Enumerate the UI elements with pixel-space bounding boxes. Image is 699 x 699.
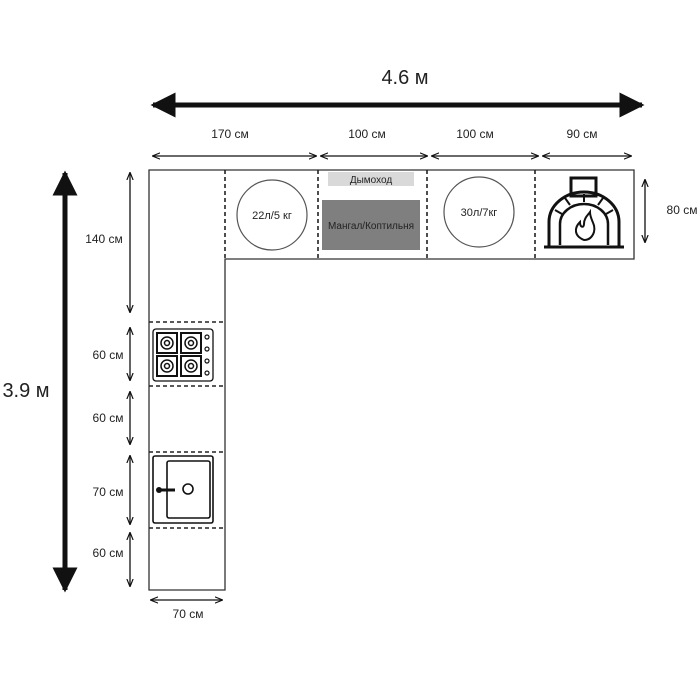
grill-module: Дымоход Мангал/Коптильня	[322, 172, 420, 250]
oven-bricks	[554, 194, 614, 215]
grill-label: Мангал/Коптильня	[328, 221, 414, 232]
oven-mouth	[558, 202, 610, 245]
overall-height-dimension: 3.9 м	[2, 170, 78, 593]
burner-top-left	[156, 332, 178, 354]
faucet-base-icon	[156, 487, 162, 493]
right-dimension: 80 см	[645, 180, 697, 242]
left-dimensions: 140 см 60 см 60 см 70 см 60 см	[85, 173, 130, 586]
gas-tank-small: 22л/5 кг	[236, 179, 308, 251]
pizza-oven-icon	[544, 176, 624, 249]
dim-label-80: 80 см	[667, 203, 698, 217]
tank-small-circle	[236, 179, 308, 251]
overall-height-label: 3.9 м	[2, 380, 49, 402]
gas-tank-large: 30л/7кг	[443, 176, 515, 248]
cooktop-icon	[152, 328, 214, 382]
burner-bottom-right	[180, 355, 202, 377]
grill-box	[322, 200, 420, 250]
dim-label-60b: 60 см	[93, 411, 124, 425]
sink-icon	[152, 455, 214, 524]
dim-label-90: 90 см	[567, 127, 598, 141]
burner-bottom-left	[156, 355, 178, 377]
tank-large-label: 30л/7кг	[461, 207, 498, 219]
left-run-separators	[149, 321, 225, 529]
dim-label-100a: 100 см	[348, 127, 386, 141]
dim-label-170: 170 см	[211, 127, 249, 141]
dim-label-140: 140 см	[85, 232, 123, 246]
sink-drain-icon	[182, 483, 194, 495]
dim-label-bottom-70: 70 см	[173, 607, 204, 621]
cooktop-knobs	[204, 334, 210, 376]
fire-icon	[574, 208, 596, 242]
chimney-box	[328, 172, 414, 186]
dim-label-60a: 60 см	[93, 348, 124, 362]
burner-top-right	[180, 332, 202, 354]
tank-small-label: 22л/5 кг	[252, 210, 292, 222]
cooktop-frame	[152, 328, 214, 382]
top-run-separators	[224, 170, 536, 259]
chimney-label: Дымоход	[350, 175, 393, 186]
dim-label-100b: 100 см	[456, 127, 494, 141]
counter-outline	[148, 169, 635, 591]
tank-large-circle	[443, 176, 515, 248]
dim-label-60c: 60 см	[93, 546, 124, 560]
sink-outer	[152, 455, 214, 524]
dim-label-70: 70 см	[93, 485, 124, 499]
overall-width-dimension: 4.6 м	[150, 67, 645, 118]
overall-width-label: 4.6 м	[381, 67, 428, 89]
bottom-dimension: 70 см	[151, 600, 222, 621]
oven-dome	[547, 190, 621, 246]
top-dimensions: 170 см 100 см 100 см 90 см	[153, 127, 631, 156]
